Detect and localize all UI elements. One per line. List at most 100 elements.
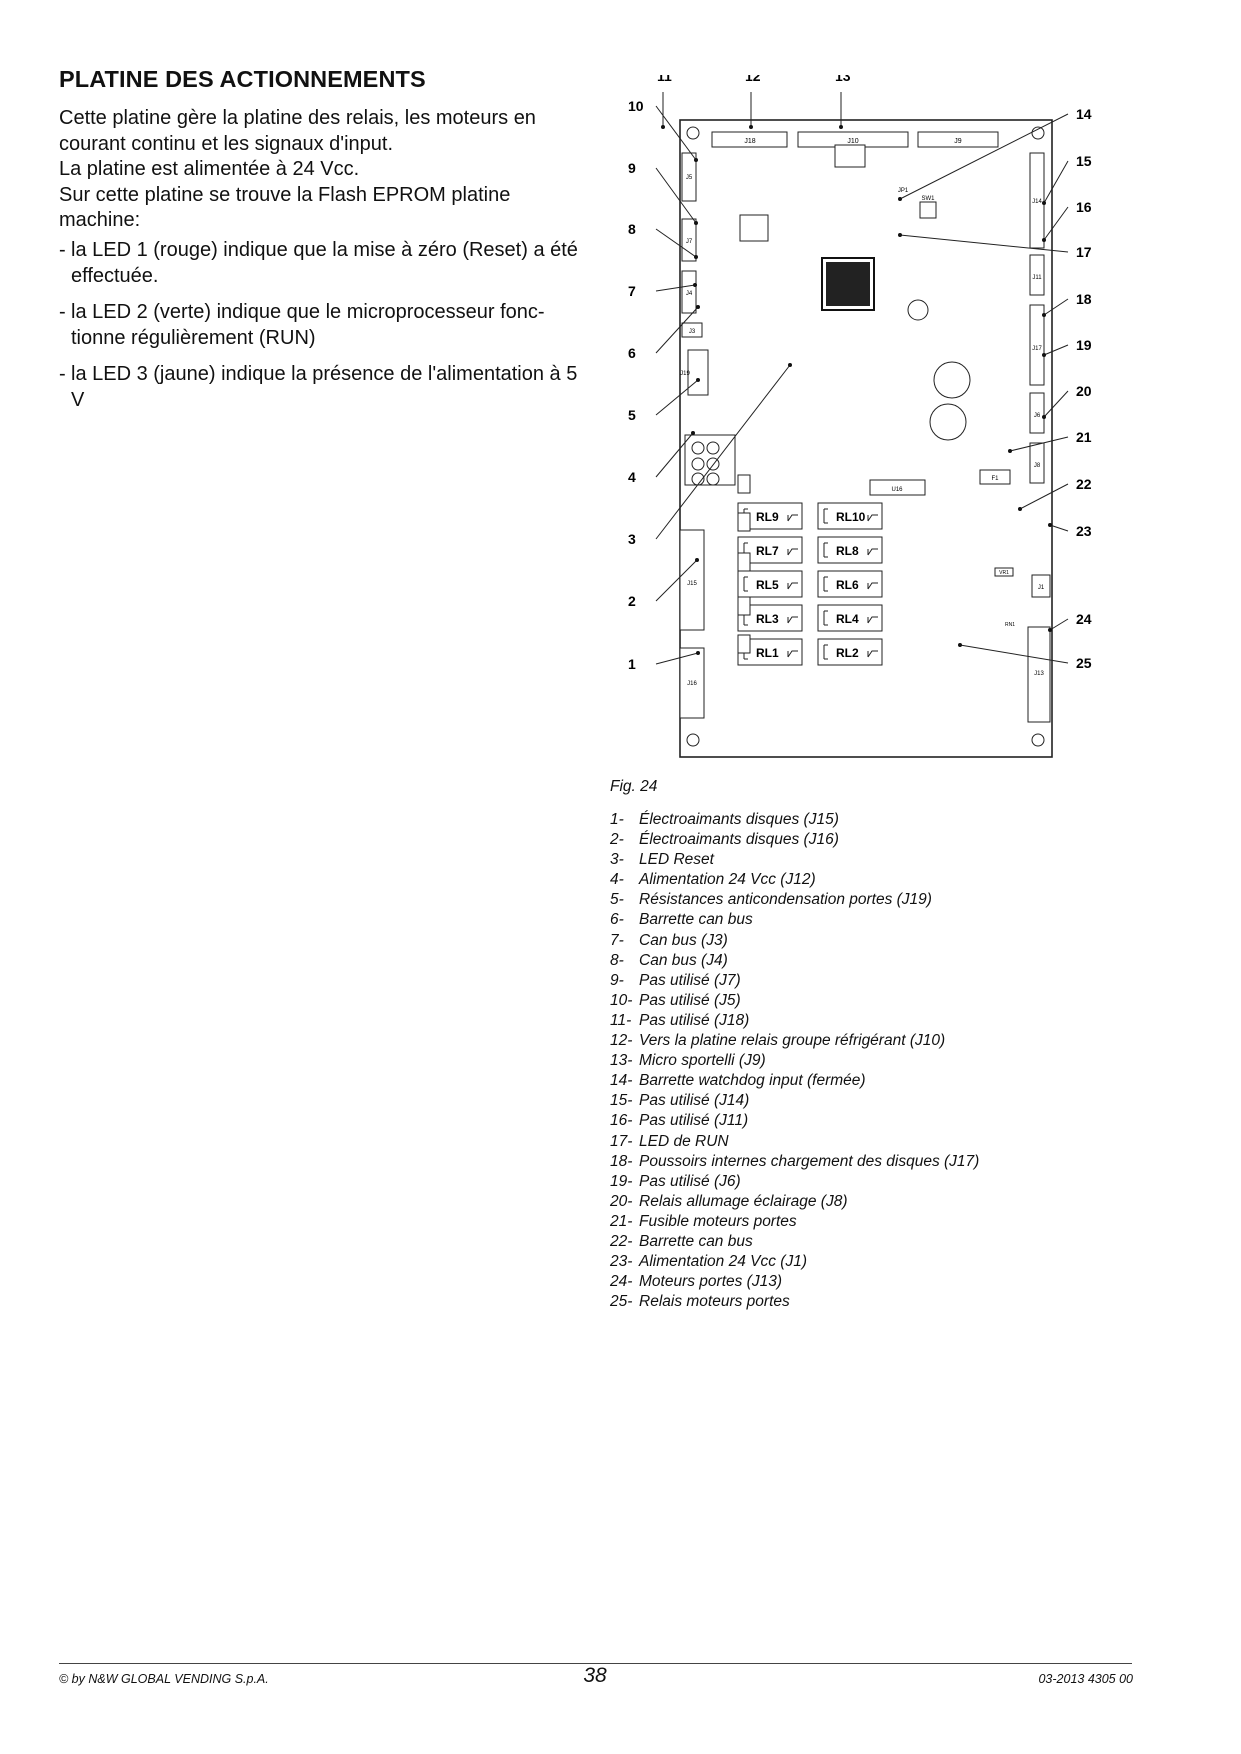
callout-leader-line <box>655 364 791 540</box>
legend-number: 2- <box>610 831 624 849</box>
legend-text: Vers la platine relais groupe réfrigéran… <box>639 1032 946 1050</box>
relay-label: RL7 <box>756 544 779 558</box>
connector-label: J19 <box>680 371 690 377</box>
legend-number: 11- <box>610 1011 632 1029</box>
driver-ic <box>737 474 751 494</box>
legend-text: Pas utilisé (J18) <box>639 1011 750 1029</box>
relay-contact-symbol <box>867 582 878 590</box>
legend-number: 25- <box>610 1293 633 1311</box>
mounting-hole <box>1031 733 1045 747</box>
relay-contact-symbol <box>787 582 798 590</box>
legend-number: 21- <box>610 1212 633 1230</box>
callout-number: 5 <box>628 407 636 423</box>
legend-number: 8- <box>610 951 624 969</box>
legend-item: 5-Résistances anticondensation portes (J… <box>610 890 1170 910</box>
footer-copyright: © by N&W GLOBAL VENDING S.p.A. <box>59 1672 269 1686</box>
callout-dot <box>695 558 699 562</box>
figure-legend: 1-Électroaimants disques (J15)2-Électroa… <box>610 810 1170 1312</box>
callout-dot <box>661 125 665 129</box>
relay-label: RL8 <box>836 544 859 558</box>
callout-dot <box>898 233 902 237</box>
callout-number: 7 <box>628 283 636 299</box>
legend-number: 13- <box>610 1052 633 1070</box>
relay-contact-symbol <box>787 514 798 522</box>
connector-j3 <box>681 322 703 338</box>
callout-leader-line <box>1043 206 1069 241</box>
callout-leader-line <box>899 234 1069 253</box>
legend-number: 10- <box>610 991 633 1009</box>
connector-u16 <box>869 479 926 496</box>
connector-j18 <box>711 131 788 148</box>
legend-number: 24- <box>610 1273 633 1291</box>
legend-item: 1-Électroaimants disques (J15) <box>610 810 1170 830</box>
pin <box>706 457 720 471</box>
callout-number: 6 <box>628 345 636 361</box>
callout-leader-line <box>655 228 697 258</box>
relay-coil-symbol <box>823 542 828 558</box>
varistor <box>994 567 1014 577</box>
component-label: RN1 <box>1005 622 1015 628</box>
callout-number: 14 <box>1076 106 1092 122</box>
legend-text: Alimentation 24 Vcc (J1) <box>639 1253 807 1271</box>
relay-contact-symbol <box>787 548 798 556</box>
figure-caption: Fig. 24 <box>610 778 658 795</box>
connector-j6 <box>1029 392 1045 434</box>
callout-leader-line <box>1049 524 1069 532</box>
legend-item: 9-Pas utilisé (J7) <box>610 971 1170 991</box>
legend-item: 17-LED de RUN <box>610 1132 1170 1152</box>
driver-ic-group <box>737 474 751 654</box>
legend-item: 22-Barrette can bus <box>610 1232 1170 1252</box>
relay-label: RL6 <box>836 578 859 592</box>
legend-item: 23-Alimentation 24 Vcc (J1) <box>610 1252 1170 1272</box>
callout-leader-line <box>1049 618 1069 631</box>
relay-rl2 <box>817 638 883 666</box>
legend-text: Barrette can bus <box>639 1232 753 1250</box>
legend-text: Micro sportelli (J9) <box>639 1052 766 1070</box>
capacitor <box>929 403 967 441</box>
legend-number: 4- <box>610 871 624 889</box>
driver-ic <box>737 634 751 654</box>
legend-text: LED Reset <box>639 851 714 869</box>
legend-number: 15- <box>610 1092 633 1110</box>
callout-dot <box>788 363 792 367</box>
circuit-board-figure: J18 J10 J9 J5 J7 J4 J3 J19 J15 J16 J14 J… <box>600 75 1120 775</box>
legend-text: Pas utilisé (J11) <box>639 1112 749 1130</box>
component-label: F1 <box>991 476 999 482</box>
callout-leader-line <box>655 167 697 224</box>
legend-number: 19- <box>610 1172 633 1190</box>
callout-leader-line <box>655 306 699 354</box>
callout-number: 3 <box>628 531 636 547</box>
bullet-led1: -la LED 1 (rouge) indique que la mise à … <box>59 239 578 287</box>
callout-dot <box>1042 353 1046 357</box>
callout-dot <box>1042 238 1046 242</box>
led-bullet-list: -la LED 1 (rouge) indique que la mise à … <box>59 238 579 424</box>
callout-dot <box>1048 628 1052 632</box>
callout-leader-line <box>655 432 694 478</box>
connector-label: J1 <box>1038 585 1045 591</box>
connector-j13 <box>1027 626 1051 723</box>
connector-label: J9 <box>954 138 962 145</box>
legend-item: 8-Can bus (J4) <box>610 951 1170 971</box>
document-reference: 03-2013 4305 00 <box>1038 1672 1133 1686</box>
capacitor <box>933 361 971 399</box>
connector-j7 <box>681 218 697 262</box>
connector-j15 <box>679 529 705 631</box>
page-number: 38 <box>583 1664 607 1687</box>
ic-chip <box>739 214 769 242</box>
legend-text: Pas utilisé (J7) <box>639 971 741 989</box>
driver-ic <box>737 552 751 572</box>
connector-label: J5 <box>686 175 693 181</box>
legend-text: Relais allumage éclairage (J8) <box>639 1192 848 1210</box>
callout-dot <box>691 431 695 435</box>
connector-label: J14 <box>1032 199 1042 205</box>
component-label: SW1 <box>921 196 935 202</box>
callout-leader-line <box>1019 483 1069 510</box>
connector-label: J15 <box>687 581 697 587</box>
callout-dot <box>1042 415 1046 419</box>
bullet-led3: -la LED 3 (jaune) indique la présence de… <box>59 363 578 411</box>
legend-number: 14- <box>610 1072 633 1090</box>
callout-leader-line <box>1043 390 1069 418</box>
relay-label: RL3 <box>756 612 779 626</box>
legend-item: 15-Pas utilisé (J14) <box>610 1091 1170 1111</box>
callout-dot <box>694 255 698 259</box>
